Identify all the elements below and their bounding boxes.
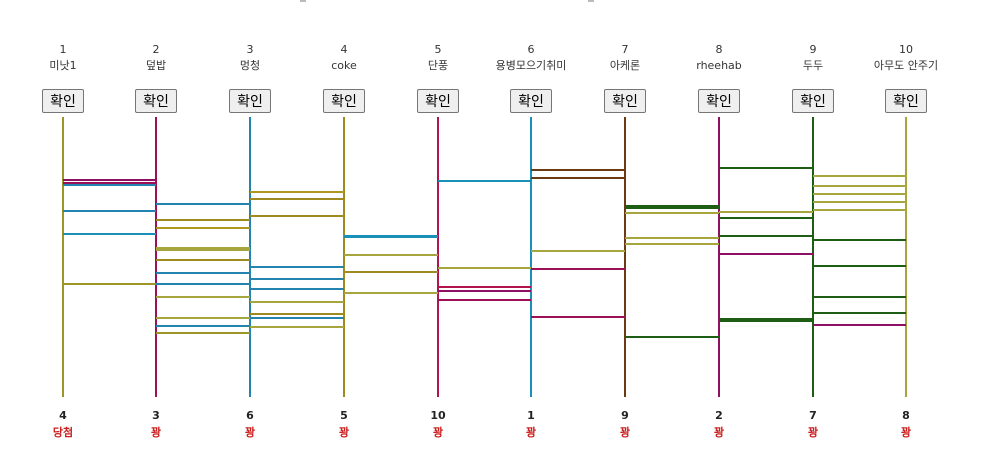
confirm-button-1[interactable]: 확인 [42,89,84,113]
result-number: 9 [621,409,629,422]
player-label-5: 5 단풍 [391,42,485,74]
confirm-button-4[interactable]: 확인 [323,89,365,113]
player-label-9: 9 두두 [766,42,860,74]
player-name: rheehab [696,59,742,72]
player-number: 7 [621,43,629,56]
confirm-button-3[interactable]: 확인 [229,89,271,113]
result-text: 꽝 [713,426,725,439]
result-text: 꽝 [244,426,256,439]
result-number: 7 [809,409,817,422]
ladder-rails [62,117,907,397]
player-label-8: 8 rheehab [672,42,766,74]
player-label-6: 6 용병모으기취미 [484,42,578,74]
player-number: 1 [59,43,67,56]
result-number: 5 [340,409,348,422]
result-text: 꽝 [432,426,444,439]
result-text: 꽝 [525,426,537,439]
player-label-3: 3 멍청 [203,42,297,74]
result-text: 꽝 [900,426,912,439]
player-name: 멍청 [239,59,261,72]
result-number: 4 [59,409,67,422]
player-number: 9 [809,43,817,56]
player-label-7: 7 아케론 [578,42,672,74]
confirm-button-10[interactable]: 확인 [885,89,927,113]
result-text: 꽝 [150,426,162,439]
player-label-4: 4 coke [297,42,391,74]
top-faded-mark-left [300,0,306,2]
result-number: 6 [246,409,254,422]
player-label-10: 10 아무도 안주기 [859,42,953,74]
player-name: 아케론 [609,59,641,72]
player-name: 미낫1 [49,59,77,72]
player-name: 두두 [802,59,824,72]
player-number: 4 [340,43,348,56]
player-name: 단풍 [427,59,449,72]
result-slot-5: 10 꽝 [408,407,468,441]
confirm-button-2[interactable]: 확인 [135,89,177,113]
player-name: 용병모으기취미 [495,59,567,72]
result-number: 1 [527,409,535,422]
result-number: 2 [715,409,723,422]
confirm-button-9[interactable]: 확인 [792,89,834,113]
result-text: 당첨 [52,426,74,439]
result-text: 꽝 [807,426,819,439]
player-number: 6 [527,43,535,56]
player-name: coke [331,59,357,72]
result-number: 3 [152,409,160,422]
confirm-button-5[interactable]: 확인 [417,89,459,113]
player-name: 아무도 안주기 [873,59,939,72]
confirm-button-7[interactable]: 확인 [604,89,646,113]
ladder-rungs [63,167,906,338]
player-number: 2 [152,43,160,56]
player-label-2: 2 덮밥 [109,42,203,74]
confirm-button-6[interactable]: 확인 [510,89,552,113]
player-number: 3 [246,43,254,56]
result-number: 10 [430,409,446,422]
player-name: 덮밥 [145,59,167,72]
player-number: 5 [434,43,442,56]
result-slot-1: 4 당첨 [33,407,93,441]
player-number: 10 [899,43,913,56]
result-text: 꽝 [338,426,350,439]
confirm-button-8[interactable]: 확인 [698,89,740,113]
result-number: 8 [902,409,910,422]
top-faded-mark-right [588,0,594,2]
result-text: 꽝 [619,426,631,439]
player-number: 8 [715,43,723,56]
